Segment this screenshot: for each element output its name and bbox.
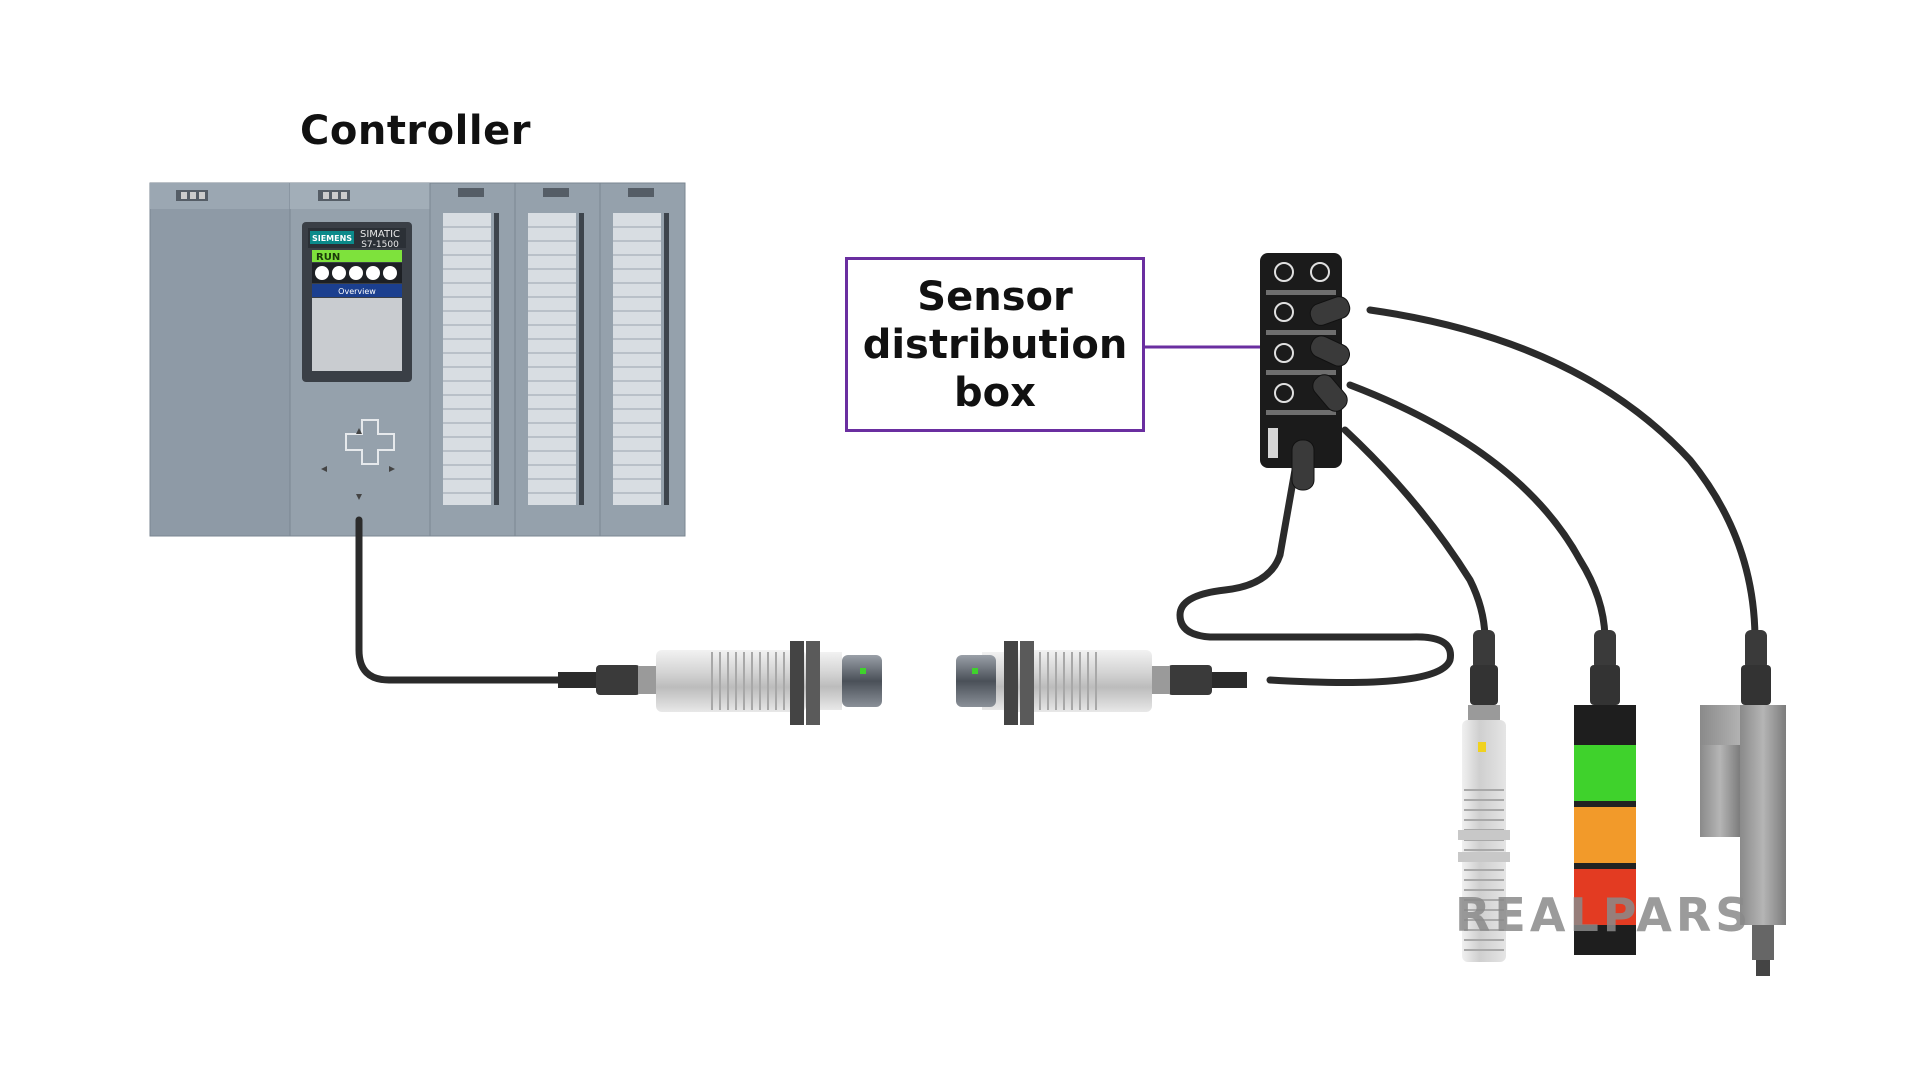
inductive-sensor-icon: [558, 641, 882, 725]
inductive-sensor-icon: [956, 641, 1247, 725]
cable-controller-sensor: [355, 516, 569, 684]
cpu-model-line2: S7-1500: [361, 240, 399, 250]
controller-title: Controller: [300, 108, 531, 154]
distribution-box-label: Sensor distribution box: [845, 257, 1145, 432]
cable-box-actuator: [1366, 306, 1759, 644]
cable-box-tower: [1346, 381, 1609, 644]
signal-tower-icon: [1574, 630, 1636, 955]
plc-controller-icon: SIEMENS SIMATIC S7-1500 RUN Overview: [149, 182, 686, 537]
cpu-brand: SIEMENS: [312, 234, 352, 243]
inductive-sensor-icon: [1458, 630, 1510, 962]
cpu-menu-overview: Overview: [338, 287, 376, 296]
label-line-2: distribution: [862, 321, 1128, 368]
cable-sensor-box: [1176, 466, 1454, 686]
cable-box-prox: [1341, 426, 1489, 644]
sensor-distribution-box-icon: [1260, 253, 1351, 491]
linear-actuator-icon: [1700, 630, 1786, 976]
realpars-logo: REALPARS: [1455, 888, 1753, 942]
label-line-1: Sensor: [917, 273, 1073, 320]
cable-group: [355, 306, 1759, 686]
cpu-model-line1: SIMATIC: [360, 229, 400, 240]
label-line-3: box: [954, 369, 1036, 416]
cpu-run-status: RUN: [316, 252, 340, 263]
